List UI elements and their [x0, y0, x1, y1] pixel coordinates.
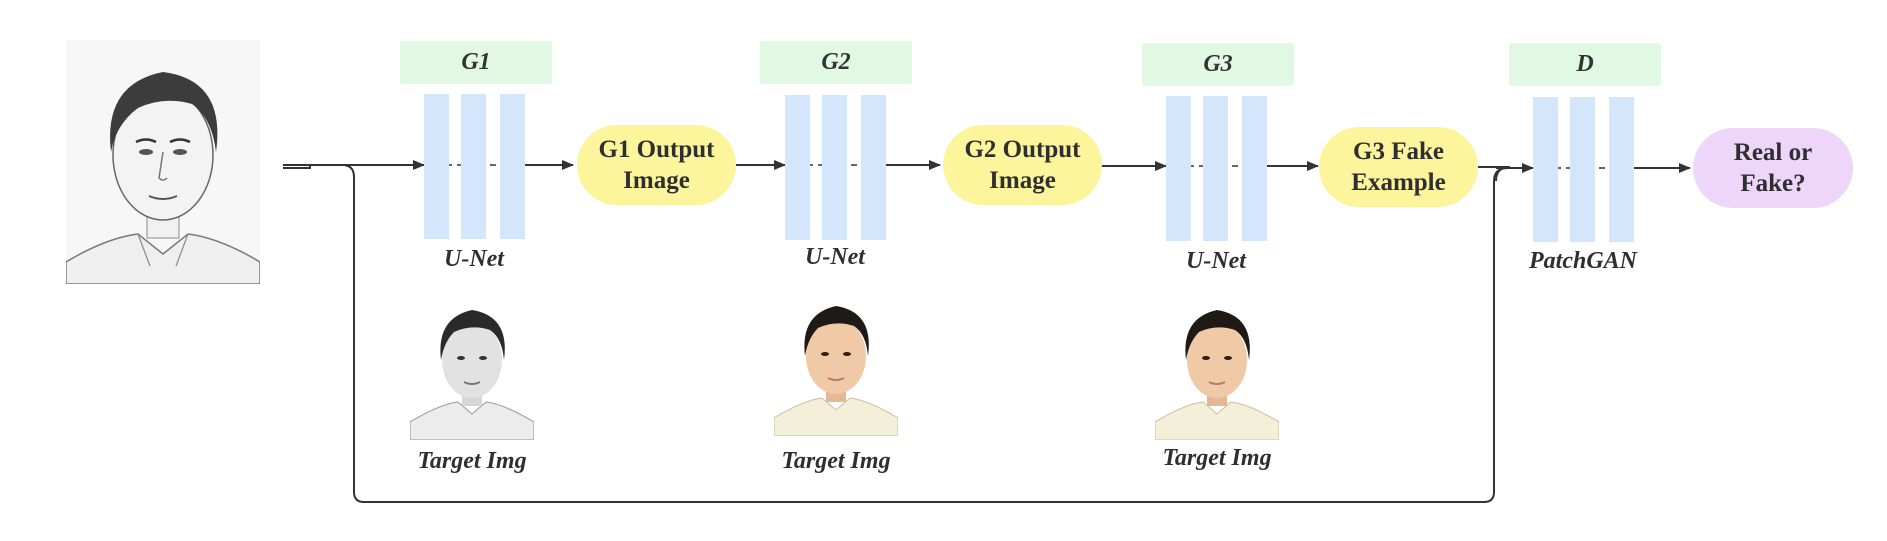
decision-line1: Real or	[1733, 139, 1813, 166]
g3-target-label: Target Img	[1162, 445, 1272, 471]
g1-target-photo	[410, 296, 534, 440]
d-patchgan-bar	[1570, 97, 1595, 242]
d-patchgan-bar	[1533, 97, 1558, 242]
g3-output-line2: Example	[1351, 169, 1446, 196]
decision-line2: Fake?	[1740, 170, 1806, 197]
g2-output-line2: Image	[989, 167, 1056, 194]
decision-node: Real or Fake?	[1693, 128, 1853, 208]
g3-block-label: U-Net	[1186, 248, 1246, 274]
g2-target-photo	[774, 292, 898, 436]
g2-unet-block	[785, 95, 886, 240]
g1-title: G1	[400, 41, 552, 84]
g3-unet-bar	[1203, 96, 1228, 241]
g3-target-photo	[1155, 296, 1279, 440]
d-block-label: PatchGAN	[1529, 248, 1637, 274]
g1-output-line2: Image	[623, 167, 690, 194]
g2-block-label: U-Net	[805, 244, 865, 270]
g1-unet-block	[424, 94, 525, 239]
g3-title: G3	[1142, 43, 1294, 86]
d-patchgan-block	[1533, 97, 1634, 242]
g1-target-label: Target Img	[417, 448, 527, 474]
g2-unet-bar	[822, 95, 847, 240]
g3-unet-bar	[1242, 96, 1267, 241]
skip-connection-line	[283, 164, 1509, 503]
g2-output-line1: G2 Output	[964, 136, 1081, 163]
g3-output-line1: G3 Fake	[1353, 138, 1444, 165]
d-title: D	[1509, 43, 1661, 86]
g2-unet-bar	[785, 95, 810, 240]
g2-title: G2	[760, 41, 912, 84]
g1-unet-bar	[424, 94, 449, 239]
g2-target-label: Target Img	[781, 448, 891, 474]
input-sketch-image	[66, 40, 260, 284]
g3-unet-block	[1166, 96, 1267, 241]
g1-unet-bar	[461, 94, 486, 239]
g3-unet-bar	[1166, 96, 1191, 241]
g2-unet-bar	[861, 95, 886, 240]
g1-unet-bar	[500, 94, 525, 239]
g1-output-line1: G1 Output	[598, 136, 715, 163]
g1-block-label: U-Net	[444, 246, 504, 272]
d-patchgan-bar	[1609, 97, 1634, 242]
